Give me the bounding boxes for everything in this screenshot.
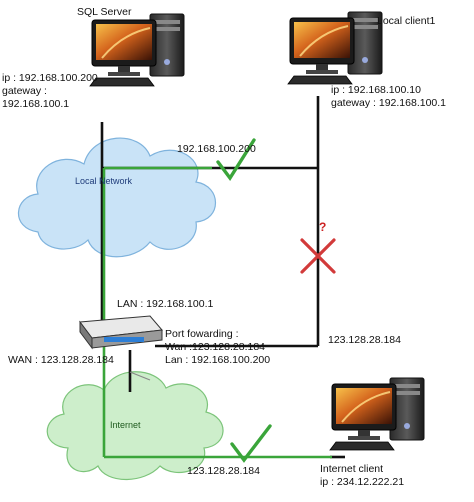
successful-route xyxy=(102,166,332,459)
local-network-label: Local Network xyxy=(75,176,133,186)
router-icon xyxy=(79,315,163,350)
sql-server-computer-icon xyxy=(89,13,185,87)
local-client1-name: Local client1 xyxy=(377,15,436,27)
port-forwarding-wan: Wan :123.128.28.184 xyxy=(165,341,266,353)
router-wan: WAN : 123.128.28.184 xyxy=(8,354,114,366)
port-forwarding-lan: Lan : 192.168.100.200 xyxy=(165,354,271,366)
local-network-route-ip: 192.168.100.200 xyxy=(177,143,256,155)
internet-client-name: Internet client xyxy=(320,463,384,475)
router-lan: LAN : 192.168.100.1 xyxy=(117,298,214,310)
sql-server-gateway-label: gateway : xyxy=(2,85,47,97)
internet-route-ip: 123.128.28.184 xyxy=(187,465,260,477)
local-client1-gateway: gateway : 192.168.100.1 xyxy=(331,97,447,109)
port-forwarding-title: Port fowarding : xyxy=(165,328,239,340)
sql-server-gateway-value: 192.168.100.1 xyxy=(2,98,70,110)
wire-wan-link xyxy=(129,371,151,381)
internet-client-ip: ip : 234.12.222.21 xyxy=(320,476,405,488)
local-client1-computer-icon xyxy=(287,11,383,85)
internet-client-computer-icon xyxy=(329,377,425,451)
check-icon xyxy=(216,138,256,181)
check-icon xyxy=(230,424,272,463)
sql-server-ip: ip : 192.168.100.200 xyxy=(2,72,98,84)
internet-label: Internet xyxy=(110,420,141,430)
sql-server-name: SQL Server xyxy=(77,6,132,18)
cross-icon xyxy=(300,238,336,274)
blocked-route-ip: 123.128.28.184 xyxy=(328,334,401,346)
internet-cloud-shape xyxy=(46,371,224,481)
blocked-route-question: ? xyxy=(319,220,327,234)
local-client1-ip: ip : 192.168.100.10 xyxy=(331,84,421,96)
internet-cloud xyxy=(46,371,224,481)
